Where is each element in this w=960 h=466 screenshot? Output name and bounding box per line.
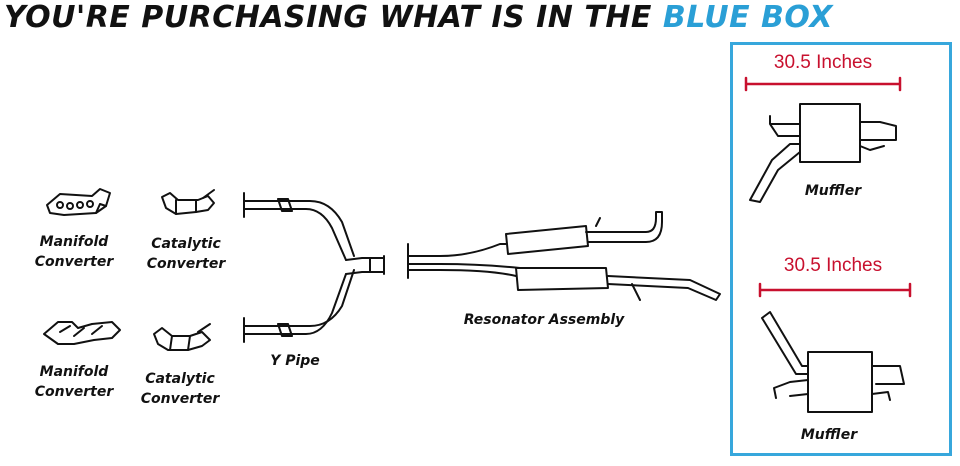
dimension-line-top <box>744 76 902 92</box>
manifold-bottom-label-line1: Manifold <box>39 364 109 380</box>
manifold-converter-bottom-icon <box>43 321 121 345</box>
catalytic-converter-top-icon <box>161 189 215 215</box>
headline-highlight: BLUE BOX <box>662 0 833 35</box>
resonator-label: Resonator Assembly <box>463 312 625 328</box>
muffler-top-label: Muffler <box>804 183 862 199</box>
blue-box <box>730 42 952 456</box>
resonator-assembly-drawing <box>407 211 721 301</box>
manifold-bottom-label: Manifold Converter <box>26 362 122 402</box>
headline-text: YOU'RE PURCHASING WHAT IS IN THE <box>4 0 652 35</box>
catalytic-top-label-line1: Catalytic <box>151 236 221 252</box>
dimension-line-bottom <box>758 282 912 298</box>
dimension-top-label: 30.5 Inches <box>773 52 873 73</box>
muffler-bottom-label: Muffler <box>800 427 858 443</box>
catalytic-top-label: Catalytic Converter <box>138 234 234 274</box>
manifold-bottom-label-line2: Converter <box>34 384 114 400</box>
catalytic-bottom-label-line1: Catalytic <box>145 371 215 387</box>
catalytic-converter-bottom-icon <box>153 323 211 351</box>
headline: YOU'RE PURCHASING WHAT IS IN THE BLUE BO… <box>4 0 833 40</box>
manifold-top-label-line1: Manifold <box>39 234 109 250</box>
muffler-top-drawing <box>749 103 897 203</box>
catalytic-bottom-label-line2: Converter <box>140 391 220 407</box>
catalytic-bottom-label: Catalytic Converter <box>132 369 228 409</box>
catalytic-top-label-line2: Converter <box>146 256 226 272</box>
manifold-top-label-line2: Converter <box>34 254 114 270</box>
muffler-bottom-drawing <box>761 311 905 413</box>
manifold-converter-top-icon <box>46 188 111 216</box>
manifold-top-label: Manifold Converter <box>26 232 122 272</box>
y-pipe-label: Y Pipe <box>270 353 320 369</box>
y-pipe-drawing <box>243 192 385 343</box>
dimension-bottom-label: 30.5 Inches <box>783 255 883 276</box>
